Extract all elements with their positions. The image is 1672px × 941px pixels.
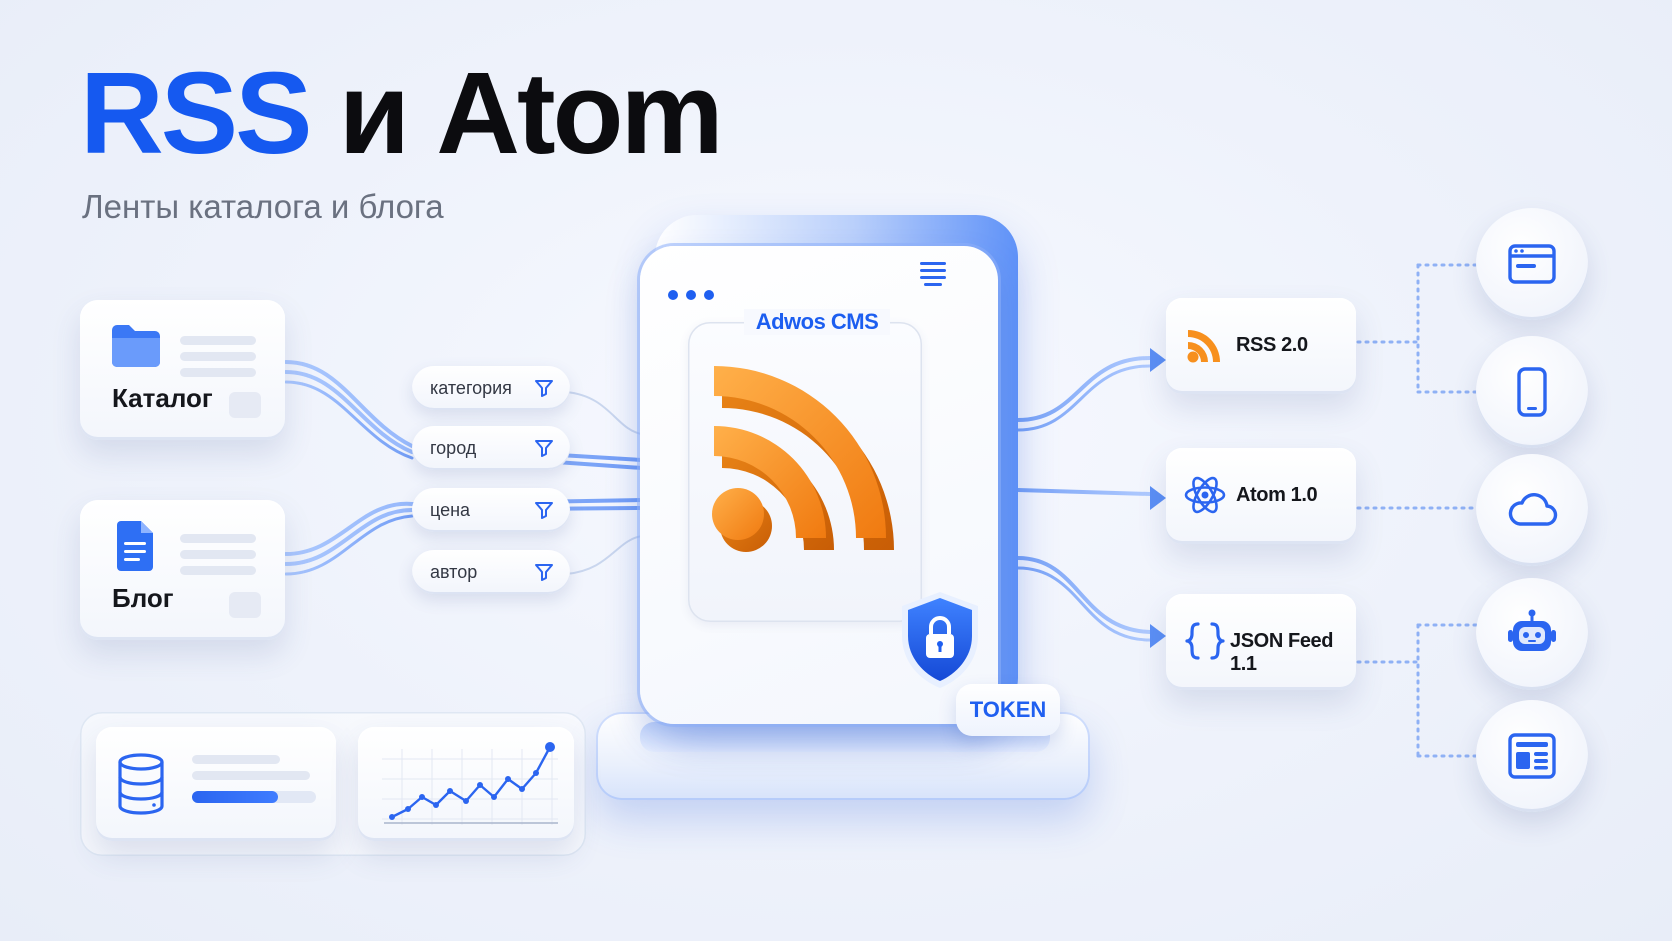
menu-icon[interactable] bbox=[918, 260, 948, 288]
cloud-icon bbox=[1508, 493, 1558, 526]
stat-card-database[interactable] bbox=[96, 727, 336, 841]
page-subtitle: Ленты каталога и блога bbox=[82, 188, 444, 225]
format-label-rss: RSS 2.0 bbox=[1236, 334, 1308, 356]
folder-icon bbox=[112, 325, 160, 367]
filter-pill-city[interactable]: город bbox=[412, 426, 570, 470]
robot-icon bbox=[1508, 609, 1556, 651]
filter-label: цена bbox=[430, 500, 471, 520]
filter-icon bbox=[535, 564, 553, 581]
shield-lock-icon bbox=[902, 592, 978, 688]
browser-window-icon bbox=[1508, 244, 1556, 284]
window-dot bbox=[704, 290, 714, 300]
rss-icon bbox=[1187, 330, 1220, 363]
consumer-browser[interactable] bbox=[1476, 208, 1588, 320]
database-icon bbox=[118, 753, 164, 815]
consumer-cloud[interactable] bbox=[1476, 454, 1588, 566]
format-label-atom: Atom 1.0 bbox=[1236, 484, 1318, 506]
consumer-news[interactable] bbox=[1476, 700, 1588, 812]
format-card-json-feed[interactable]: JSON Feed 1.1 bbox=[1166, 594, 1356, 690]
title-accent: RSS bbox=[80, 48, 313, 178]
window-dot bbox=[686, 290, 696, 300]
consumer-mobile[interactable] bbox=[1476, 336, 1588, 448]
token-badge: TOKEN bbox=[956, 684, 1060, 736]
source-card-catalog[interactable]: Каталог bbox=[80, 300, 285, 440]
cms-brand-name: Adwos CMS bbox=[744, 309, 890, 335]
filter-label: город bbox=[430, 438, 477, 458]
atom-icon bbox=[1184, 476, 1226, 514]
filter-label: автор bbox=[430, 562, 478, 582]
filter-label: категория bbox=[430, 378, 512, 398]
rss-icon bbox=[712, 366, 894, 552]
line-chart-icon bbox=[382, 742, 558, 825]
filter-icon bbox=[535, 502, 553, 519]
source-label-blog: Блог bbox=[112, 583, 174, 613]
format-card-atom[interactable]: Atom 1.0 bbox=[1166, 448, 1356, 544]
format-label-json-feed: JSON Feed 1.1 bbox=[1230, 630, 1334, 675]
filter-icon bbox=[535, 440, 553, 457]
document-icon bbox=[117, 521, 153, 571]
format-card-rss[interactable]: RSS 2.0 bbox=[1166, 298, 1356, 394]
title-rest: и Atom bbox=[309, 48, 724, 178]
smartphone-icon bbox=[1517, 367, 1547, 417]
window-dot bbox=[668, 290, 678, 300]
consumer-bot[interactable] bbox=[1476, 578, 1588, 690]
filter-pill-author[interactable]: автор bbox=[412, 550, 570, 594]
source-label-catalog: Каталог bbox=[112, 383, 213, 413]
source-card-blog[interactable]: Блог bbox=[80, 500, 285, 640]
filter-pill-price[interactable]: цена bbox=[412, 488, 570, 532]
page-title: RSS и Atom bbox=[80, 55, 724, 171]
stat-card-chart[interactable] bbox=[358, 727, 574, 841]
filter-pill-category[interactable]: категория bbox=[412, 366, 570, 410]
filter-icon bbox=[535, 380, 553, 397]
news-layout-icon bbox=[1508, 733, 1556, 779]
braces-icon bbox=[1185, 622, 1225, 660]
